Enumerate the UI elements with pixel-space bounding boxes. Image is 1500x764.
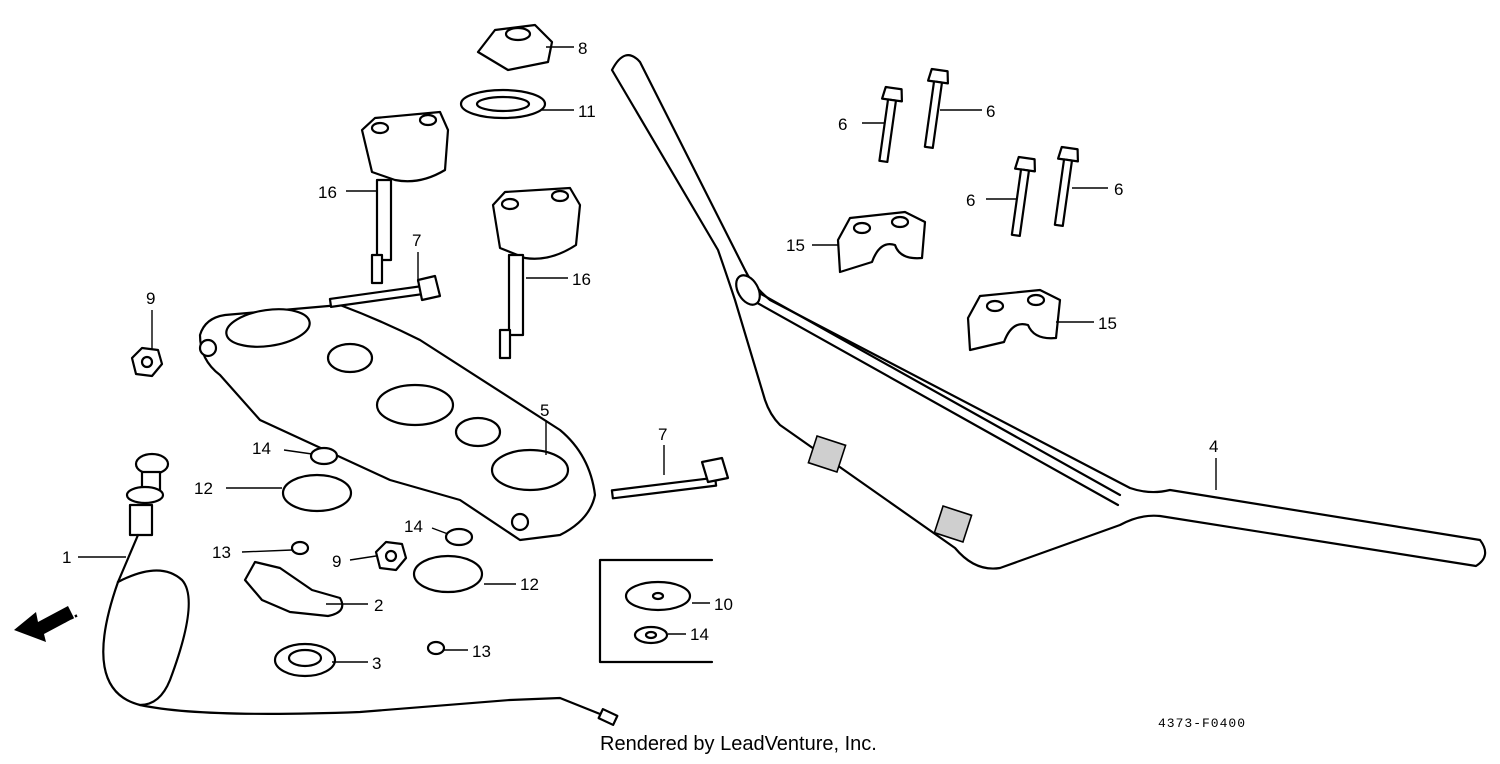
callout-6b: 6 (986, 102, 995, 121)
leader-lines (78, 46, 1217, 663)
callout-16a: 16 (318, 183, 337, 202)
choke-cable (102, 452, 619, 727)
callout-9b: 9 (332, 552, 341, 571)
long-bolts (328, 274, 730, 500)
callout-13a: 13 (212, 543, 231, 562)
callout-3: 3 (372, 654, 381, 673)
callout-16b: 16 (572, 270, 591, 289)
callout-13b: 13 (472, 642, 491, 661)
callout-6c: 6 (966, 191, 975, 210)
callout-8: 8 (578, 39, 587, 58)
callout-12b: 12 (520, 575, 539, 594)
callout-14a: 14 (252, 439, 271, 458)
front-direction-arrow-icon (14, 606, 74, 642)
callout-6a: 6 (838, 115, 847, 134)
callout-11: 11 (578, 102, 596, 121)
callout-7b: 7 (658, 425, 667, 444)
top-nut-and-washer (459, 23, 554, 120)
handlebar-upper-holders (836, 210, 1062, 352)
top-bridge (198, 303, 597, 542)
callout-12a: 12 (194, 479, 213, 498)
callout-15a: 15 (786, 236, 805, 255)
inset-box (598, 558, 714, 664)
callout-5: 5 (540, 401, 549, 420)
callout-15b: 15 (1098, 314, 1117, 333)
callout-10: 10 (714, 595, 733, 614)
callout-7a: 7 (412, 231, 421, 250)
callout-4: 4 (1209, 437, 1218, 456)
diagram-code: 4373-F0400 (1158, 716, 1247, 731)
credit-text: Rendered by LeadVenture, Inc. (600, 733, 877, 755)
callout-6d: 6 (1114, 180, 1123, 199)
callout-14c: 14 (690, 625, 709, 644)
callout-9a: 9 (146, 289, 155, 308)
callout-labels: 1 2 3 4 5 6 6 6 6 7 7 8 9 9 10 11 12 12 … (62, 39, 1218, 673)
handlebar-risers (360, 110, 582, 360)
small-hardware (130, 346, 484, 678)
handlebar (610, 54, 1487, 570)
callout-1: 1 (62, 548, 71, 567)
handlebar-holder-bolts (878, 67, 1080, 238)
callout-2: 2 (374, 596, 383, 615)
callout-14b: 14 (404, 517, 423, 536)
